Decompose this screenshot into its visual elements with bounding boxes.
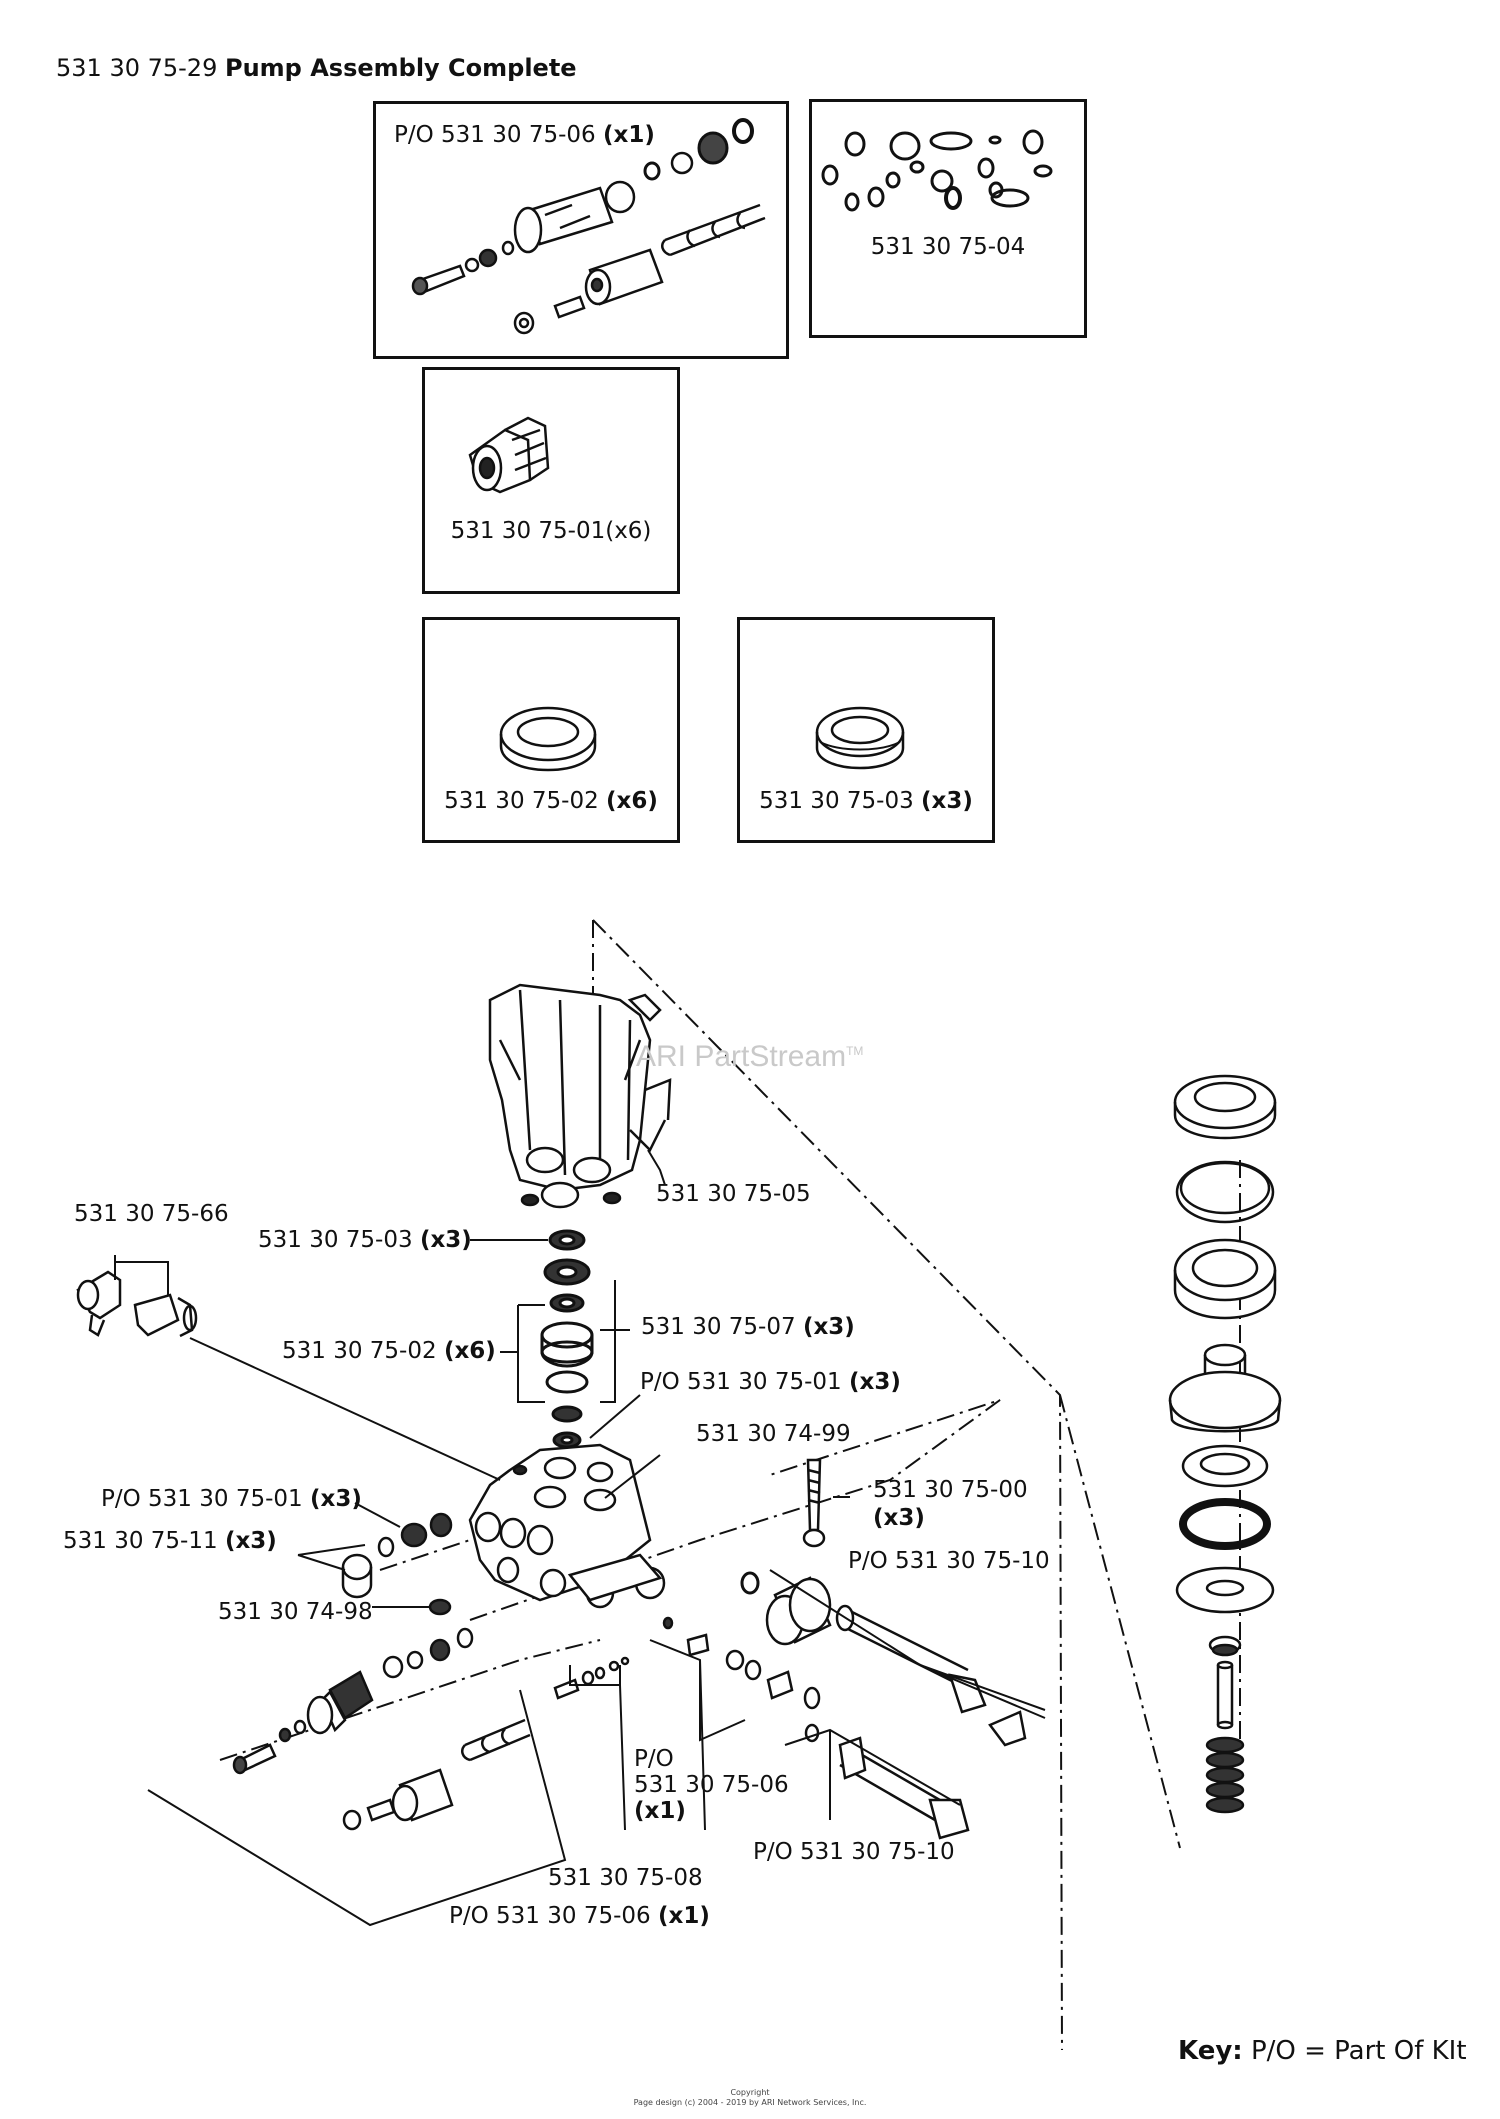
callout-531-30-75-02: 531 30 75-02 (x6) bbox=[282, 1337, 496, 1365]
callout-po-531-30-75-06-bottom: P/O 531 30 75-06 (x1) bbox=[449, 1902, 710, 1930]
callout-text: 531 30 74-99 bbox=[696, 1421, 851, 1447]
callout-text-line1: P/O bbox=[634, 1746, 674, 1772]
callout-qty: (x3) bbox=[224, 1528, 277, 1554]
watermark: ARI PartStreamTM bbox=[636, 1040, 863, 1074]
callout-qty: (x3) bbox=[873, 1505, 925, 1531]
callout-text: 531 30 74-98 bbox=[218, 1599, 373, 1625]
kit-04-label: 531 30 75-04 bbox=[870, 234, 1026, 260]
kit-box-03: 531 30 75-03 (x3) bbox=[737, 617, 995, 843]
crankshaft-stack bbox=[1168, 1074, 1282, 1814]
callout-531-30-75-07: 531 30 75-07 (x3) bbox=[641, 1313, 855, 1341]
assembly-centerlines bbox=[219, 919, 1241, 2051]
title-part-number: 531 30 75-29 bbox=[56, 54, 218, 82]
callout-text: 531 30 75-07 bbox=[641, 1314, 796, 1340]
kit-02-label: 531 30 75-02 bbox=[444, 788, 599, 814]
kit-box-06: P/O 531 30 75-06 (x1) bbox=[373, 101, 789, 359]
housing-bolt bbox=[802, 1458, 826, 1548]
kit-03-seal bbox=[815, 706, 905, 770]
callout-po-531-30-75-10-bottom: P/O 531 30 75-10 bbox=[753, 1838, 955, 1866]
kit-01-label: 531 30 75-01(x6) bbox=[450, 518, 652, 544]
callout-text: P/O 531 30 75-01 bbox=[101, 1486, 303, 1512]
crankcase-housing bbox=[488, 983, 672, 1209]
callout-531-30-75-11: 531 30 75-11 (x3) bbox=[63, 1527, 277, 1555]
key-legend: Key: P/O = Part Of KIt bbox=[1178, 2036, 1467, 2066]
callout-qty: (x3) bbox=[419, 1227, 472, 1253]
callout-text: 531 30 75-03 bbox=[258, 1227, 413, 1253]
copyright: Copyright Page design (c) 2004 - 2019 by… bbox=[0, 2088, 1500, 2108]
callout-text: P/O 531 30 75-06 bbox=[449, 1903, 651, 1929]
kit-06-label: P/O 531 30 75-06 bbox=[394, 122, 596, 148]
title-name: Pump Assembly Complete bbox=[224, 54, 577, 82]
callout-po-531-30-75-06-mid: P/O 531 30 75-06 (x1) bbox=[634, 1746, 789, 1824]
callout-text: 531 30 75-05 bbox=[656, 1181, 811, 1207]
copyright-line2: Page design (c) 2004 - 2019 by ARI Netwo… bbox=[633, 2098, 867, 2107]
callout-text: 531 30 75-66 bbox=[74, 1201, 229, 1227]
elbow-fitting bbox=[76, 1270, 198, 1338]
callout-531-30-75-03: 531 30 75-03 (x3) bbox=[258, 1226, 472, 1254]
callout-po-531-30-75-01-left: P/O 531 30 75-01 (x3) bbox=[101, 1485, 362, 1513]
pump-manifold bbox=[468, 1443, 666, 1609]
unloader-valve bbox=[232, 1627, 531, 1831]
callout-po-531-30-75-10-top: P/O 531 30 75-10 bbox=[848, 1547, 1050, 1575]
kit-04-o-rings bbox=[821, 129, 1053, 212]
callout-531-30-75-66: 531 30 75-66 bbox=[74, 1200, 229, 1228]
callout-531-30-75-05: 531 30 75-05 bbox=[656, 1180, 811, 1208]
kit-03-label: 531 30 75-03 bbox=[759, 788, 914, 814]
kit-box-01: 531 30 75-01(x6) bbox=[422, 367, 680, 594]
callout-531-30-75-00: 531 30 75-00 (x3) bbox=[873, 1476, 1028, 1532]
piston-assemblies bbox=[740, 1571, 1027, 1840]
callout-po-531-30-75-01-top: P/O 531 30 75-01 (x3) bbox=[640, 1368, 901, 1396]
key-label: Key: bbox=[1178, 2036, 1243, 2066]
seal-stack bbox=[540, 1229, 594, 1449]
callout-text: P/O 531 30 75-01 bbox=[640, 1369, 842, 1395]
callout-text: 531 30 75-00 bbox=[873, 1477, 1028, 1503]
callout-531-30-74-98: 531 30 74-98 bbox=[218, 1598, 373, 1626]
callout-531-30-75-08: 531 30 75-08 bbox=[548, 1864, 703, 1892]
callout-text: 531 30 75-02 bbox=[282, 1338, 437, 1364]
callout-qty: (x3) bbox=[802, 1314, 855, 1340]
copyright-line1: Copyright bbox=[730, 2088, 770, 2097]
kit-01-check-valve bbox=[468, 416, 550, 494]
kit-02-qty: (x6) bbox=[606, 788, 658, 814]
kit-02-seal bbox=[499, 706, 597, 772]
callout-text-line2: 531 30 75-06 bbox=[634, 1772, 789, 1798]
watermark-tm: TM bbox=[846, 1044, 864, 1058]
callout-text: 531 30 75-08 bbox=[548, 1865, 703, 1891]
kit-box-04: 531 30 75-04 bbox=[809, 99, 1087, 338]
callout-qty: (x1) bbox=[657, 1903, 710, 1929]
page-title: 531 30 75-29 Pump Assembly Complete bbox=[56, 54, 577, 82]
valve-parts-08 bbox=[553, 1616, 821, 1710]
kit-03-qty: (x3) bbox=[921, 788, 973, 814]
callout-text: P/O 531 30 75-10 bbox=[848, 1548, 1050, 1574]
watermark-text: ARI PartStream bbox=[636, 1040, 847, 1073]
callout-qty: (x3) bbox=[848, 1369, 901, 1395]
callout-qty: (x1) bbox=[634, 1798, 686, 1824]
leader-lines bbox=[114, 1149, 1046, 1927]
callout-531-30-74-99: 531 30 74-99 bbox=[696, 1420, 851, 1448]
callout-text: P/O 531 30 75-10 bbox=[753, 1839, 955, 1865]
callout-qty: (x6) bbox=[443, 1338, 496, 1364]
plug-assemblies bbox=[341, 1512, 453, 1616]
key-text: P/O = Part Of KIt bbox=[1250, 2036, 1467, 2066]
kit-06-qty: (x1) bbox=[602, 122, 655, 148]
callout-text: 531 30 75-11 bbox=[63, 1528, 218, 1554]
callout-qty: (x3) bbox=[309, 1486, 362, 1512]
kit-06-parts bbox=[411, 118, 766, 335]
kit-box-02: 531 30 75-02 (x6) bbox=[422, 617, 680, 843]
